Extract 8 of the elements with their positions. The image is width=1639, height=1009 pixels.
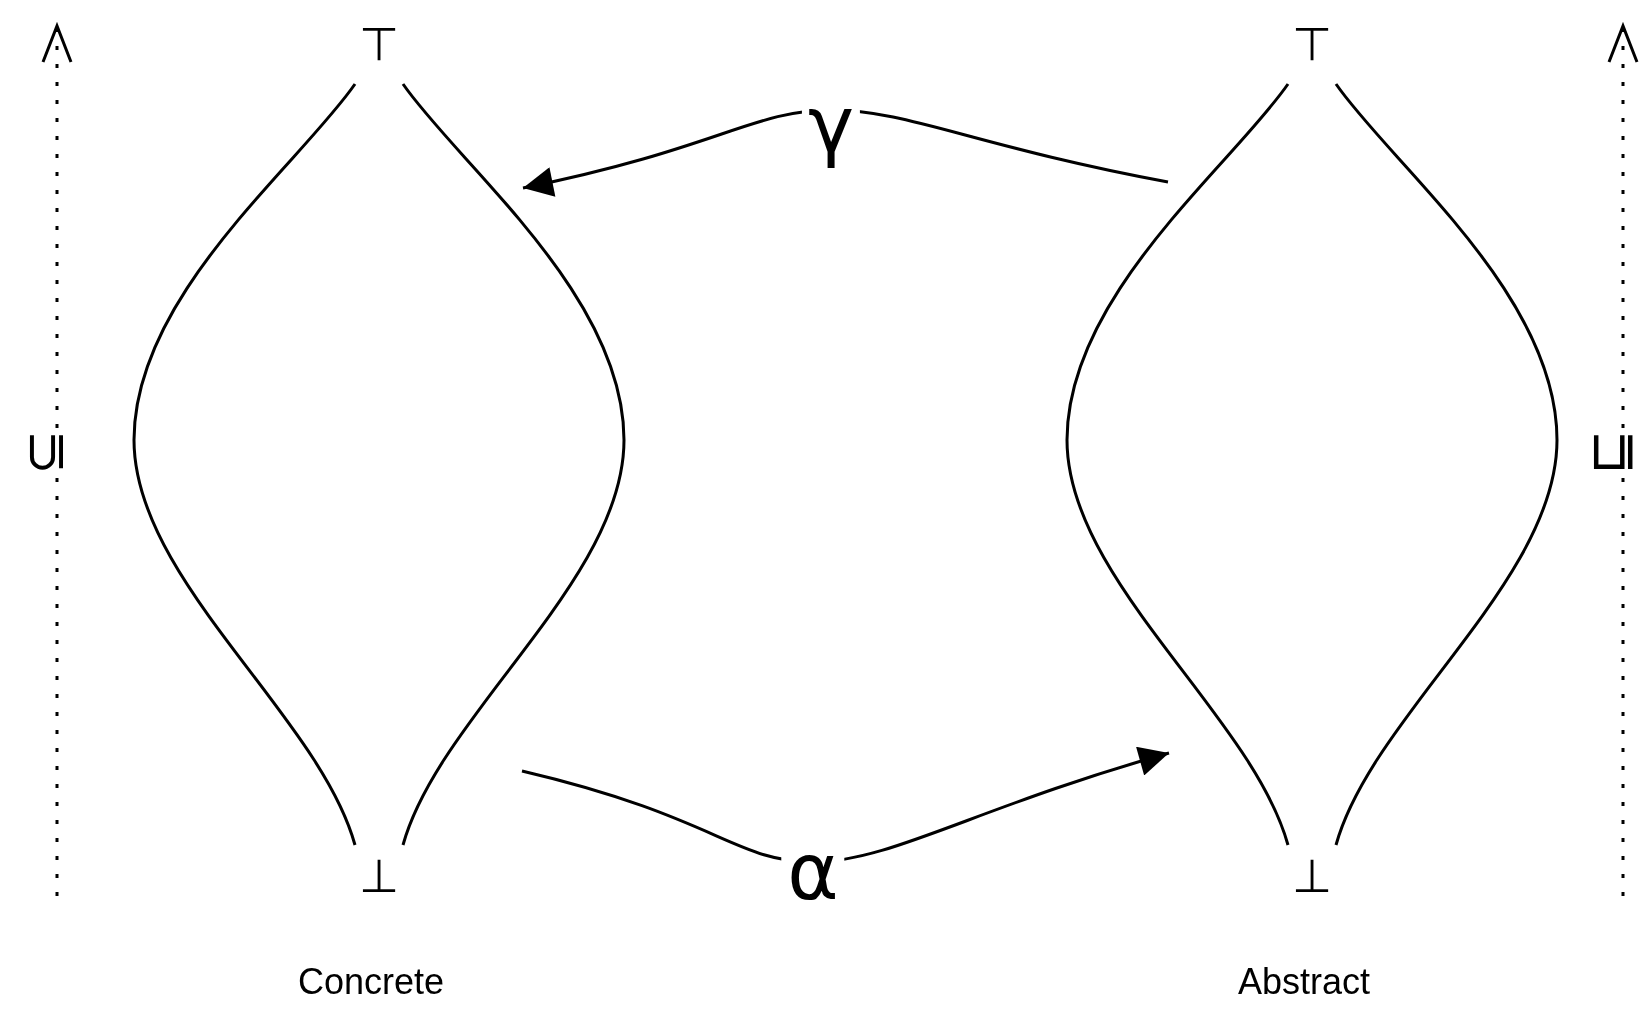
caption-label: Abstract xyxy=(1238,962,1370,1002)
arrow xyxy=(521,747,1170,864)
top-symbol: ⊤ xyxy=(358,19,400,69)
top-symbol: ⊤ xyxy=(1291,19,1333,69)
arrow xyxy=(522,108,1169,197)
caption-label: Concrete xyxy=(297,962,445,1002)
bottom-symbol: ⊥ xyxy=(358,851,400,901)
bottom-symbol: ⊥ xyxy=(1291,851,1333,901)
